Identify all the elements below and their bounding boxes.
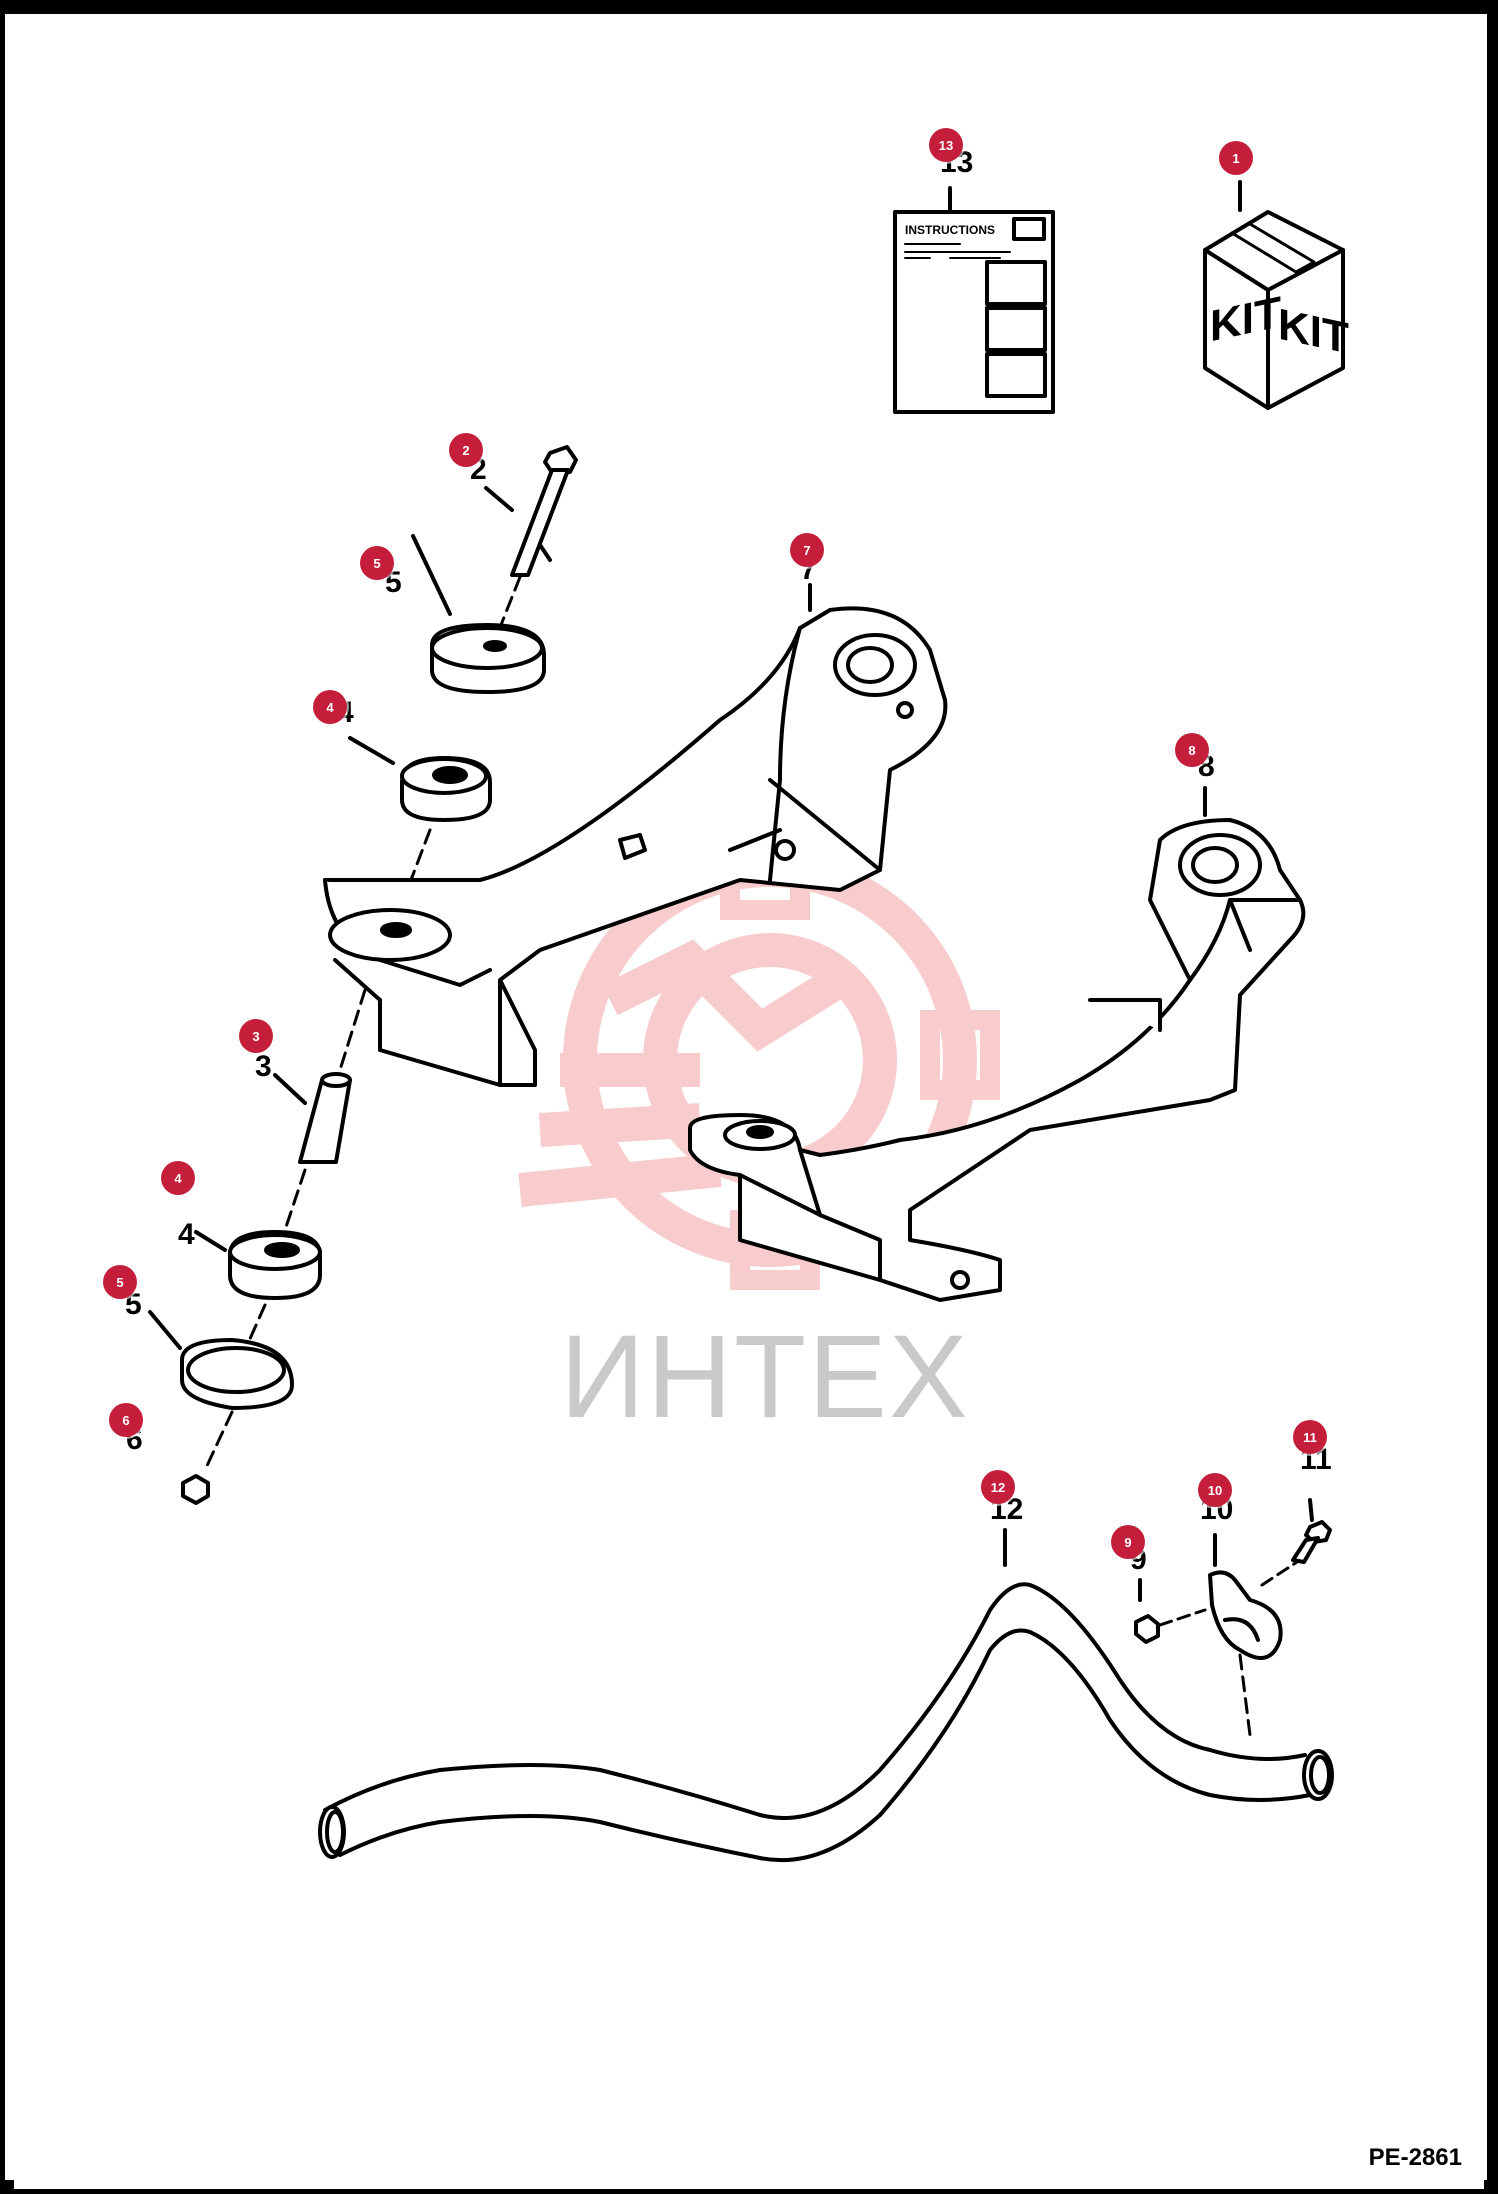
callout-marker-9[interactable]: 9 (1111, 1525, 1145, 1559)
callout-marker-12[interactable]: 12 (981, 1470, 1015, 1504)
cushion-bottom-drawing (228, 1230, 322, 1300)
part-number-5-top: 5 (385, 566, 402, 599)
tube-drawing (318, 1528, 1334, 1863)
cushion-top-drawing (400, 756, 492, 822)
callout-marker-7[interactable]: 7 (790, 533, 824, 567)
washer-top-drawing (430, 623, 546, 694)
instructions-sheet-drawing (893, 186, 1055, 414)
part-number-3: 3 (255, 1050, 272, 1083)
corner-mark-bottom-left (0, 2180, 14, 2194)
callout-marker-11[interactable]: 11 (1293, 1420, 1327, 1454)
nut-drawing (181, 1474, 210, 1505)
leader-lines (148, 486, 552, 1350)
instructions-heading: INSTRUCTIONS (905, 223, 995, 237)
callout-marker-6[interactable]: 6 (109, 1403, 143, 1437)
washer-bottom-drawing (180, 1338, 294, 1410)
callout-marker-5-top[interactable]: 5 (360, 546, 394, 580)
callout-marker-8[interactable]: 8 (1175, 733, 1209, 767)
callout-marker-3[interactable]: 3 (239, 1019, 273, 1053)
spacer-drawing (298, 1072, 352, 1164)
frame-washer-drawing (328, 908, 452, 962)
left-frame-drawing (323, 583, 948, 1087)
small-nut-drawing (1134, 1578, 1160, 1644)
callout-marker-10[interactable]: 10 (1198, 1473, 1232, 1507)
kit-box-drawing (1203, 180, 1345, 410)
corner-mark-top-left (0, 0, 14, 14)
right-frame-drawing (688, 786, 1306, 1302)
part-number-5-bottom: 5 (125, 1288, 142, 1321)
small-bolt-drawing (1291, 1498, 1332, 1564)
corner-mark-top-right (1484, 0, 1498, 14)
bolt-drawing (493, 445, 578, 642)
document-id: PE-2861 (1368, 2144, 1462, 2171)
watermark-text: ИНТЕХ (560, 1311, 970, 1443)
callout-marker-5-bottom[interactable]: 5 (103, 1265, 137, 1299)
callout-marker-2[interactable]: 2 (449, 433, 483, 467)
corner-mark-bottom-right (1484, 2180, 1498, 2194)
callout-marker-13[interactable]: 13 (929, 128, 963, 162)
part-number-4-bottom: 4 (178, 1218, 195, 1251)
callout-marker-4-top[interactable]: 4 (313, 690, 347, 724)
clamp-drawing (1208, 1533, 1283, 1737)
callout-marker-1[interactable]: 1 (1219, 141, 1253, 175)
callout-marker-4-bottom[interactable]: 4 (161, 1161, 195, 1195)
